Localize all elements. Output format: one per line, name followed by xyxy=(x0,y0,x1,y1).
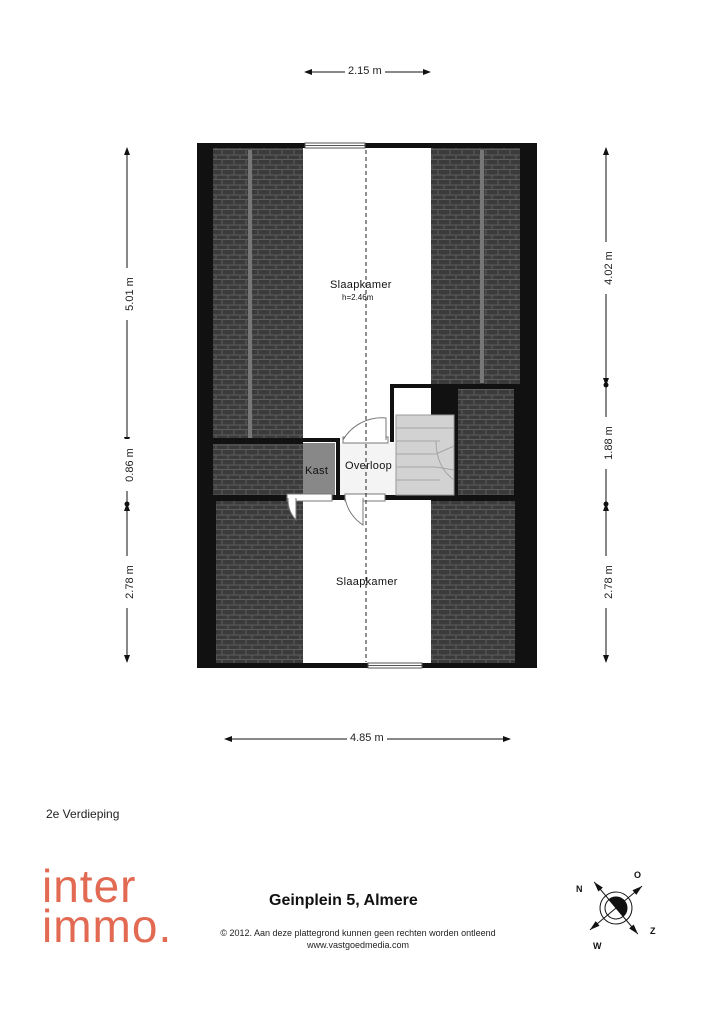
room-label-closet: Kast xyxy=(305,465,329,477)
roof-slope-bottom-left xyxy=(216,501,303,663)
dimension-bottom-width: 4.85 m xyxy=(347,732,387,744)
roof-slope-top-right xyxy=(431,148,520,385)
dimension-left-total: 5.01 m xyxy=(124,268,136,320)
dimension-left-bottom: 2.78 m xyxy=(124,556,136,608)
website-text: www.vastgoedmedia.com xyxy=(306,940,410,950)
bedroom-bottom-floor xyxy=(303,501,431,663)
windows xyxy=(304,142,423,669)
roof-slope-bottom-right xyxy=(431,501,515,663)
roof-slope-top-left xyxy=(213,148,303,440)
logo-line-1: inter xyxy=(42,860,137,912)
compass-north-label: N xyxy=(576,884,583,894)
dimension-right-bottom: 2.78 m xyxy=(603,556,615,608)
roof-beam xyxy=(480,150,484,383)
dimension-left-middle: 0.86 m xyxy=(124,439,136,491)
bedroom-top-floor xyxy=(303,148,431,440)
brand-logo: inter immo. xyxy=(42,860,173,952)
roof-slope-middle-right xyxy=(458,389,514,496)
roof-slope-middle-left xyxy=(213,444,303,496)
roof-beam xyxy=(248,150,252,440)
room-label-landing: Overloop xyxy=(345,460,393,472)
compass-west-label: W xyxy=(593,941,602,951)
closet-floor xyxy=(303,443,335,495)
address-title: Geinplein 5, Almere xyxy=(269,892,418,909)
room-label-bedroom-bottom: Slaapkamer xyxy=(336,576,398,588)
dimension-right-top: 4.02 m xyxy=(603,242,615,294)
compass-icon xyxy=(589,881,643,935)
dimension-right-middle: 1.88 m xyxy=(603,417,615,469)
copyright-text: © 2012. Aan deze plattegrond kunnen geen… xyxy=(220,928,496,938)
floor-label: 2e Verdieping xyxy=(46,807,120,821)
logo-line-2: immo. xyxy=(42,900,173,952)
compass-east-label: O xyxy=(634,870,642,880)
dimension-top-width: 2.15 m xyxy=(345,65,385,77)
staircase xyxy=(395,414,455,496)
room-label-bedroom-top: Slaapkamer xyxy=(330,279,392,291)
landing-floor xyxy=(340,443,396,495)
compass-south-label: Z xyxy=(650,926,656,936)
room-height-bedroom-top: h=2.46m xyxy=(342,293,374,302)
